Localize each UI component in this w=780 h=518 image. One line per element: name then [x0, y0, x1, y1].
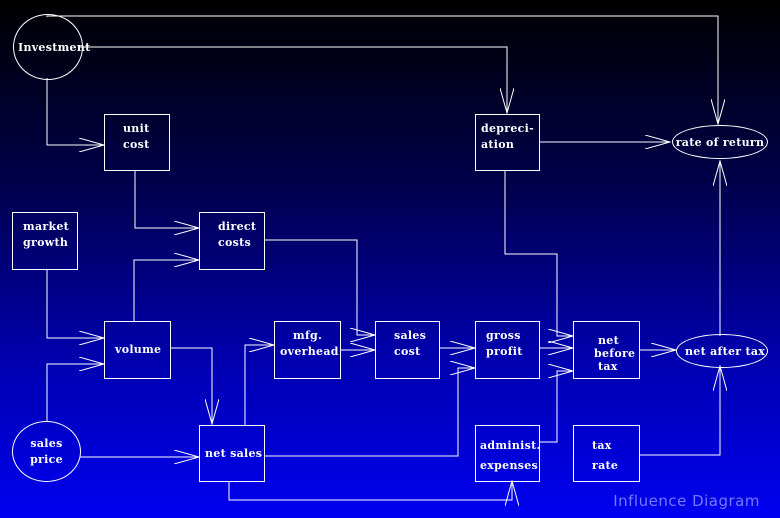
- node-market-growth: market growth: [12, 212, 78, 270]
- node-unit-cost: unit cost: [104, 114, 170, 171]
- arrow-sales-price-to-volume: [46, 364, 104, 421]
- arrow-investment-to-depreciation: [80, 46, 507, 113]
- node-depreciation: depreci- ation: [475, 114, 540, 171]
- node-investment: Investment: [13, 14, 90, 80]
- arrow-administ-expenses-to-net-before-tax: [539, 371, 573, 443]
- node-volume: volume: [104, 321, 171, 379]
- node-mfg-overhead: mfg. overhead: [274, 321, 341, 379]
- node-tax-rate: tax rate: [573, 425, 640, 482]
- arrow-investment-to-rate-of-return: [46, 15, 718, 124]
- node-net-after-tax: net after tax: [676, 334, 768, 368]
- arrow-net-sales-to-gross-profit: [264, 368, 475, 457]
- arrow-unit-cost-to-direct-costs: [134, 170, 199, 228]
- arrow-depreciation-to-net-before-tax: [504, 170, 573, 336]
- node-rate-of-return: rate of return: [672, 125, 768, 159]
- node-gross-profit: gross profit: [475, 321, 540, 379]
- arrow-volume-to-direct-costs: [133, 260, 199, 321]
- arrow-net-sales-to-mfg-overhead: [244, 345, 274, 425]
- arrow-investment-to-unit-cost: [46, 78, 104, 145]
- node-administ-expenses: administ. expenses: [475, 425, 540, 482]
- diagram-caption: Influence Diagram: [613, 492, 760, 510]
- arrow-direct-costs-to-sales-cost: [264, 239, 375, 335]
- arrow-net-sales-to-administ-expenses: [228, 481, 512, 500]
- node-sales-price: sales price: [12, 421, 81, 482]
- node-net-before-tax: net before tax: [573, 321, 640, 379]
- arrow-volume-to-net-sales: [170, 347, 212, 424]
- node-net-sales: net sales: [199, 425, 265, 482]
- node-sales-cost: sales cost: [375, 321, 440, 379]
- arrow-market-growth-to-volume: [46, 269, 104, 338]
- arrow-tax-rate-to-net-after-tax: [639, 366, 720, 456]
- node-direct-costs: direct costs: [199, 212, 265, 270]
